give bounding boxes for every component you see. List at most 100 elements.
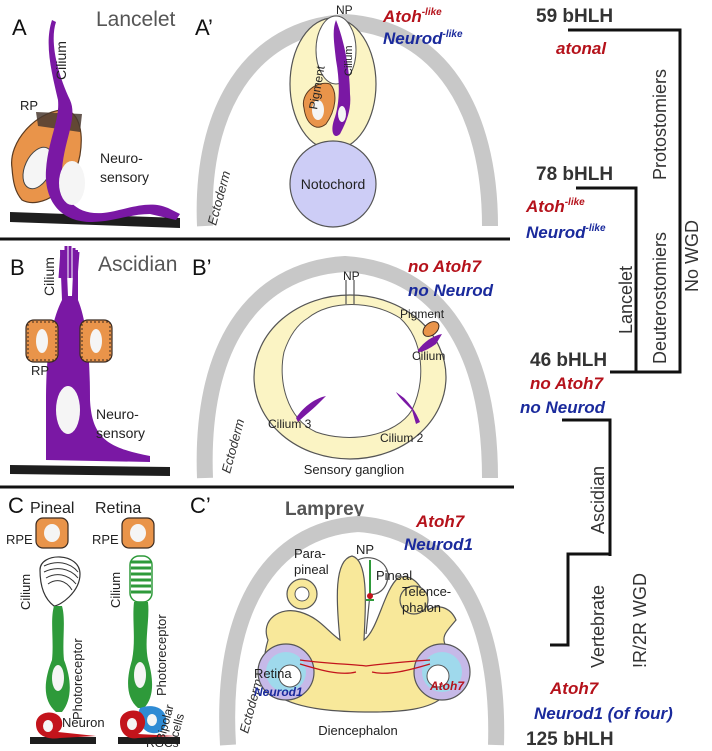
- panel-a-prime-neurosensory-cell: [332, 20, 351, 137]
- tree-count-78: 78 bHLH: [536, 164, 613, 185]
- panel-c-prime-parapineal-label-1: Para-: [294, 546, 326, 561]
- tree-label-no-wgd: No WGD: [682, 220, 702, 292]
- panel-a-neurosensory-cell: [45, 20, 180, 222]
- panel-c-pineal-rpe-nucleus: [44, 524, 60, 542]
- panel-b-cilium-label: Cilium: [41, 257, 57, 296]
- panel-b-prime-np-label: NP: [343, 269, 360, 283]
- panel-b-neuro-label: Neuro-: [96, 406, 139, 422]
- panel-c-prime-pineal-neuron-dot: [367, 593, 373, 599]
- panel-c-letter: C: [8, 493, 24, 518]
- panel-c-prime-right-eye-lens: [426, 664, 450, 688]
- panel-b-prime-pigment-label: Pigment: [400, 307, 445, 321]
- panel-c-cilium2-label: Cilium: [108, 572, 123, 608]
- panel-b-title: Ascidian: [98, 253, 177, 276]
- panel-b-prime-cilium3-label: Cilium 3: [268, 417, 312, 431]
- tree-branch-vertebrate: [550, 552, 610, 647]
- panel-c-prime-left-eye-lens: [278, 664, 302, 688]
- panel-b-prime-cilium-cell-2: [396, 392, 420, 424]
- panel-c-cilium1-label: Cilium: [18, 574, 33, 610]
- panel-c-prime-title: Lamprey: [285, 499, 365, 520]
- panel-c-prime-neurod1-small: Neurod1: [254, 685, 303, 699]
- tree-label-protostomiers: Protostomiers: [650, 69, 670, 180]
- tree-gene-neurod1-four: Neurod1 (of four): [534, 704, 673, 723]
- tree-count-125: 125 bHLH: [526, 729, 614, 750]
- panel-b-prime: B’ Ectoderm NP Pigment Cilium Cilium 2 C…: [192, 255, 498, 479]
- tree-label-deuterostomiers: Deuterostomiers: [650, 232, 670, 364]
- panel-c-prime-neurod1: Neurod1: [404, 535, 473, 554]
- panel-c-prime-pineal-stalk: [357, 557, 389, 635]
- tree-label-ascidian: Ascidian: [588, 466, 608, 534]
- tree-label-1r2r-wgd: !R/2R WGD: [630, 573, 650, 668]
- tree-count-46: 46 bHLH: [530, 350, 607, 371]
- panel-c-pineal-disc-lines: [43, 562, 79, 591]
- panel-b-cilia: [58, 246, 80, 279]
- panel-c-prime-pineal-label: Pineal: [376, 568, 412, 583]
- panel-b: B Ascidian Cilium RP Neuro- sensory: [10, 246, 177, 476]
- panel-b-rp-nucleus-left: [36, 329, 48, 353]
- tree-label-lancelet: Lancelet: [616, 266, 636, 334]
- panel-a-neuro-label: Neuro-: [100, 150, 143, 166]
- panel-b-neuro-nucleus: [56, 386, 80, 434]
- panel-c-prime-parapineal-lumen: [294, 586, 310, 602]
- tree-gene-atoh-like: Atoh-like: [525, 197, 585, 216]
- panel-c-pineal-pr-nucleus: [52, 665, 64, 691]
- panel-c-prime-np-label: NP: [356, 542, 374, 557]
- panel-c-prime-telencephalon: [399, 585, 429, 615]
- panel-b-sensory-label: sensory: [96, 425, 145, 441]
- panel-a-cilium-label: Cilium: [53, 41, 69, 80]
- panel-a-title: Lancelet: [96, 8, 176, 31]
- panel-c-retina-photoreceptor: [128, 602, 153, 708]
- panel-c-bipolar-nucleus: [147, 714, 157, 726]
- panel-c-photoreceptor2-label: Photoreceptor: [154, 614, 169, 696]
- panel-c-prime-atoh7-small: Atoh7: [429, 679, 465, 693]
- panel-c-photoreceptor1-label: Photoreceptor: [70, 638, 85, 720]
- panel-c-prime: C’ Lamprey Ectoderm Para- pineal NP Pine…: [190, 493, 505, 746]
- panel-b-prime-ectoderm-arc: [196, 255, 498, 479]
- panel-a-prime-letter: A’: [195, 15, 213, 40]
- panel-a-letter: A: [12, 15, 27, 40]
- panel-a-prime-neuro-nucleus: [338, 106, 346, 122]
- panel-c-prime-atoh7: Atoh7: [415, 512, 466, 531]
- tree-branch-ascidian: [562, 418, 612, 556]
- panel-b-prime-cilium2-label: Cilium 2: [380, 431, 424, 445]
- panel-b-prime-cilium-cell-1: [418, 334, 442, 352]
- panel-c: C Pineal Retina RPE RPE Cilium Photorece…: [6, 493, 187, 750]
- panel-c-prime-diencephalon-label: Diencephalon: [318, 723, 398, 738]
- panel-c-pineal-photoreceptor: [45, 606, 70, 712]
- tree-gene-neurod-like: Neurod-like: [526, 223, 606, 242]
- panel-c-rpe2-label: RPE: [92, 532, 119, 547]
- panel-a-prime-notochord: [289, 140, 377, 228]
- panel-a-prime-np-label: NP: [336, 3, 353, 17]
- panel-c-prime-letter: C’: [190, 493, 211, 518]
- panel-c-prime-parapineal-label-2: pineal: [294, 562, 329, 577]
- panel-a-neurosensory-nucleus: [59, 161, 85, 205]
- tree-gene-no-atoh7: no Atoh7: [530, 374, 605, 393]
- tree-label-vertebrate: Vertebrate: [588, 585, 608, 668]
- panel-c-retina-disc-lines: [131, 560, 151, 594]
- panel-a-prime-cilium-label: Cilium: [343, 45, 355, 76]
- panel-b-prime-no-atoh7: no Atoh7: [408, 257, 483, 276]
- panel-c-prime-telence-label-2: phalon: [402, 600, 441, 615]
- panel-c-prime-optic-projections: [299, 659, 431, 674]
- panel-c-retina-label: Retina: [95, 500, 141, 517]
- tree-branch-protostomiers: [568, 28, 682, 230]
- tree-count-59: 59 bHLH: [536, 6, 613, 27]
- panel-c-pineal-baseline: [30, 737, 96, 744]
- panel-c-rgc-cell: [120, 710, 176, 739]
- panel-a-prime-notochord-label: Notochord: [301, 176, 366, 192]
- panel-c-pineal-label: Pineal: [30, 500, 74, 517]
- panel-a-prime-atoh-like: Atoh-like: [382, 7, 442, 26]
- panel-c-rgcs-label: RGCs: [146, 736, 179, 750]
- panel-a-prime: A’ Ectoderm NP Pigment Cilium Notochord …: [195, 3, 498, 228]
- panel-b-rp-texture-right: [81, 321, 111, 361]
- panel-a-prime-neurod-like: Neurod-like: [383, 29, 463, 48]
- panel-c-rpe1-label: RPE: [6, 532, 33, 547]
- phylo-tree: 59 bHLH atonal 78 bHLH Atoh-like Neurod-…: [520, 6, 702, 750]
- tree-gene-atonal: atonal: [556, 39, 607, 58]
- panel-b-rp-nucleus-right: [90, 329, 102, 353]
- panel-c-pineal-neuron: [36, 712, 96, 739]
- panel-b-prime-pigment-cell: [422, 321, 440, 337]
- panel-b-prime-ganglion-label: Sensory ganglion: [304, 462, 404, 477]
- panel-c-prime-ectoderm-arc: [219, 515, 505, 746]
